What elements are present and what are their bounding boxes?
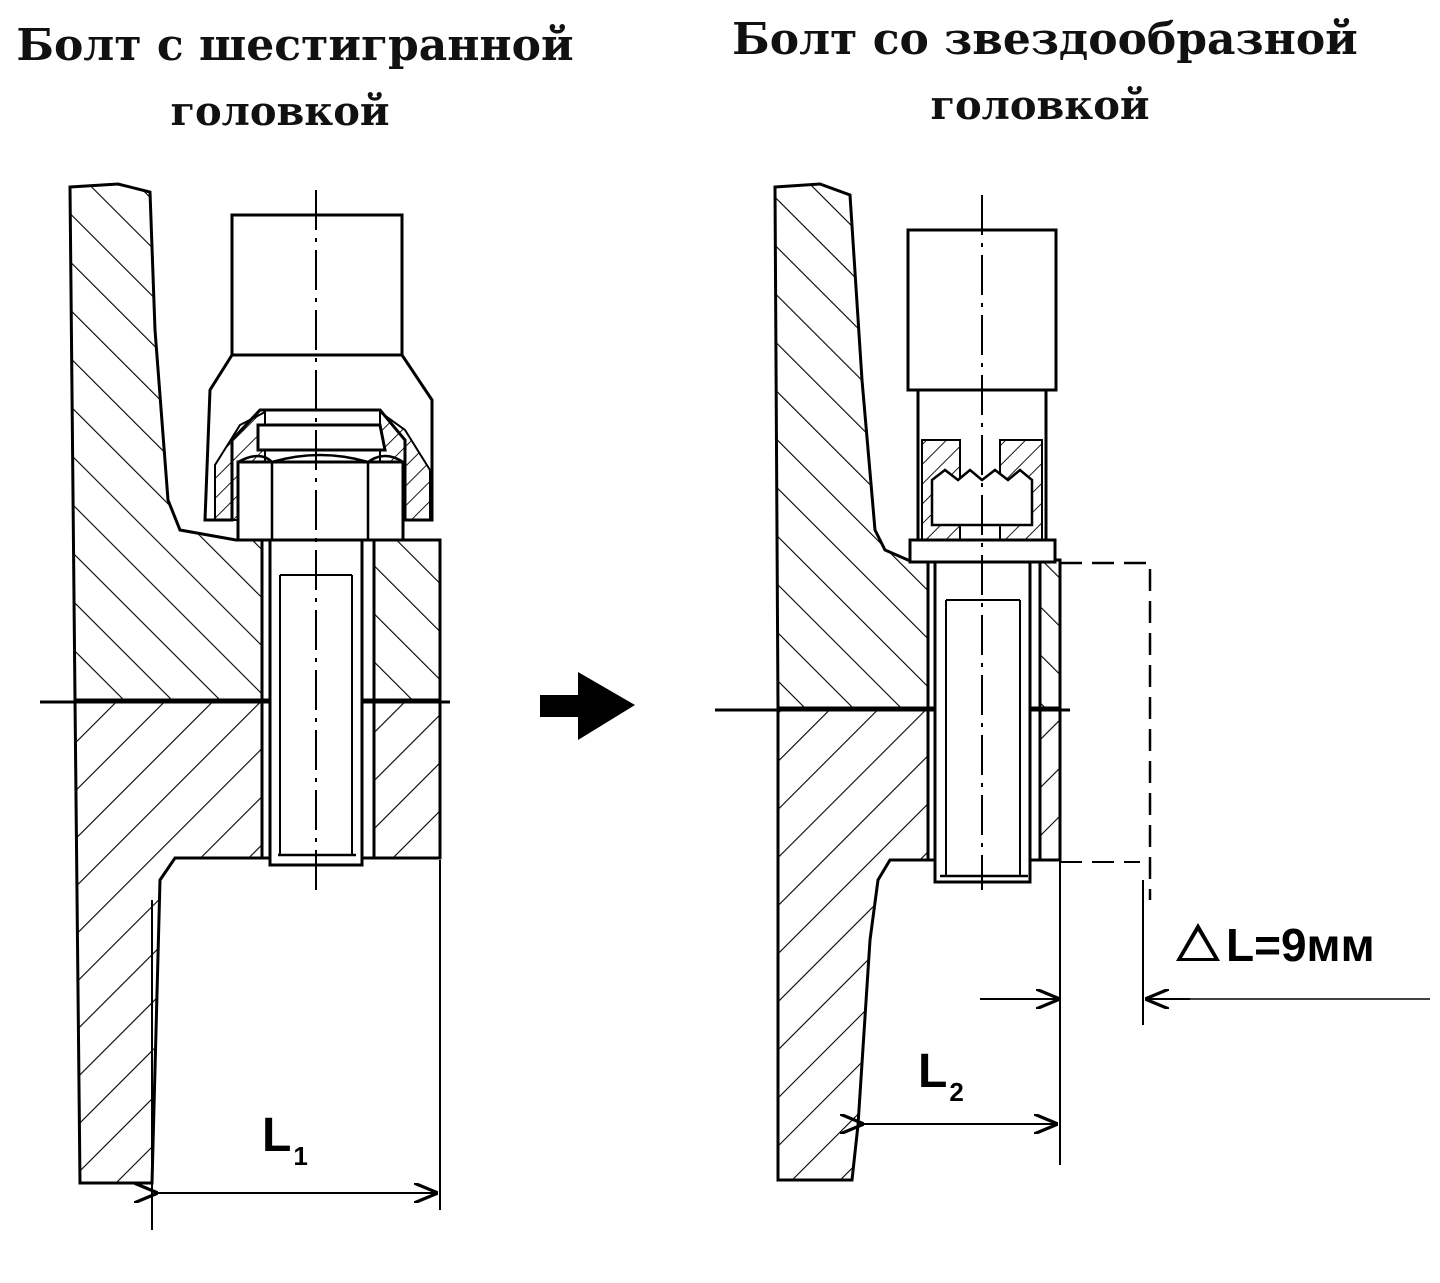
star-bolt-title-line2: головкой: [930, 82, 1150, 129]
dimension-label-l1: L1: [262, 1109, 308, 1171]
delta-length-label: L=9мм: [1170, 920, 1381, 970]
hex-head: [256, 423, 387, 452]
hex-bolt-title-line2: головкой: [170, 88, 390, 135]
hex-bolt-title-line1: Болт с шестигранной: [16, 20, 574, 71]
dimension-label-l2: L2: [918, 1045, 964, 1107]
right-arrow-icon: [525, 655, 660, 790]
star-bolt-drawing: [715, 182, 1430, 1182]
hex-bolt-drawing: [40, 182, 450, 1230]
lower-flange-left: [73, 698, 442, 1185]
triangle-icon: [1176, 923, 1220, 961]
star-bolt-title-line1: Болт со звездообразной: [732, 14, 1358, 65]
